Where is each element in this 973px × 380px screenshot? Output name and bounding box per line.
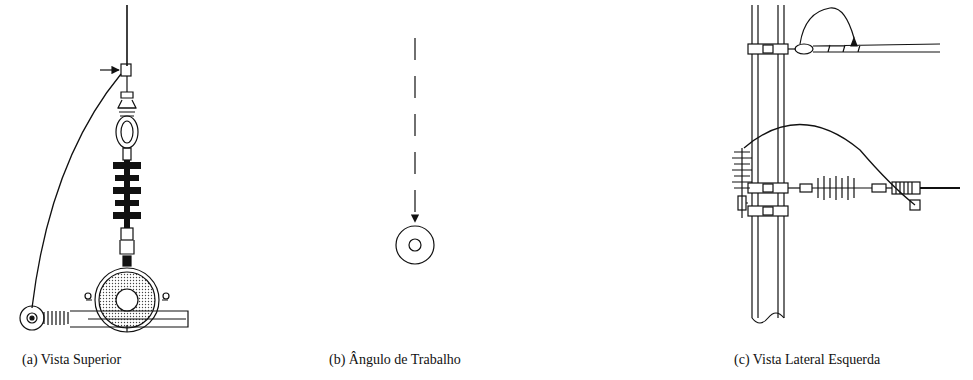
work-angle-drawing — [396, 38, 434, 264]
top-view-drawing — [20, 5, 188, 332]
left-side-view-drawing — [732, 5, 960, 323]
figure-caption: (a) Vista Superior — [22, 352, 121, 368]
figure-caption: (c) Vista Lateral Esquerda — [734, 352, 880, 368]
figure-caption: (b) Ângulo de Trabalho — [329, 352, 461, 368]
